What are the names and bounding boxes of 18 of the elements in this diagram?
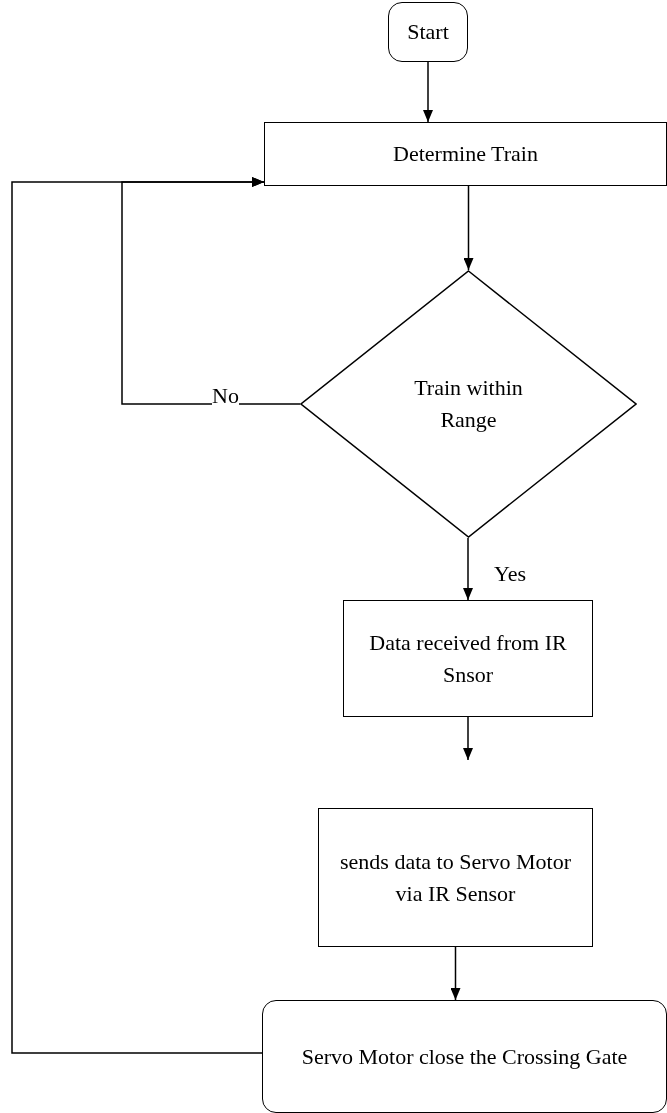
- node-text: Train within Range: [413, 374, 524, 434]
- process-box: [343, 600, 593, 717]
- terminal-box: [388, 2, 468, 62]
- node-text: Start: [407, 18, 449, 47]
- decision-diamond: [300, 270, 637, 538]
- arrow: [463, 537, 473, 601]
- arrow: [450, 946, 461, 1001]
- node-text: Data received from IR Snsor: [368, 628, 568, 689]
- process-box: [264, 122, 667, 186]
- node-text: sends data to Servo Motor via IR Sensor: [339, 847, 572, 908]
- arrow: [463, 185, 474, 271]
- node-text: Determine Train: [393, 140, 538, 169]
- arrow: [463, 716, 473, 761]
- node-text: Servo Motor close the Crossing Gate: [301, 1042, 628, 1071]
- process-box: [318, 808, 593, 947]
- arrow: [423, 61, 433, 123]
- terminal-box: [262, 1000, 667, 1113]
- arrow: [11, 177, 265, 1054]
